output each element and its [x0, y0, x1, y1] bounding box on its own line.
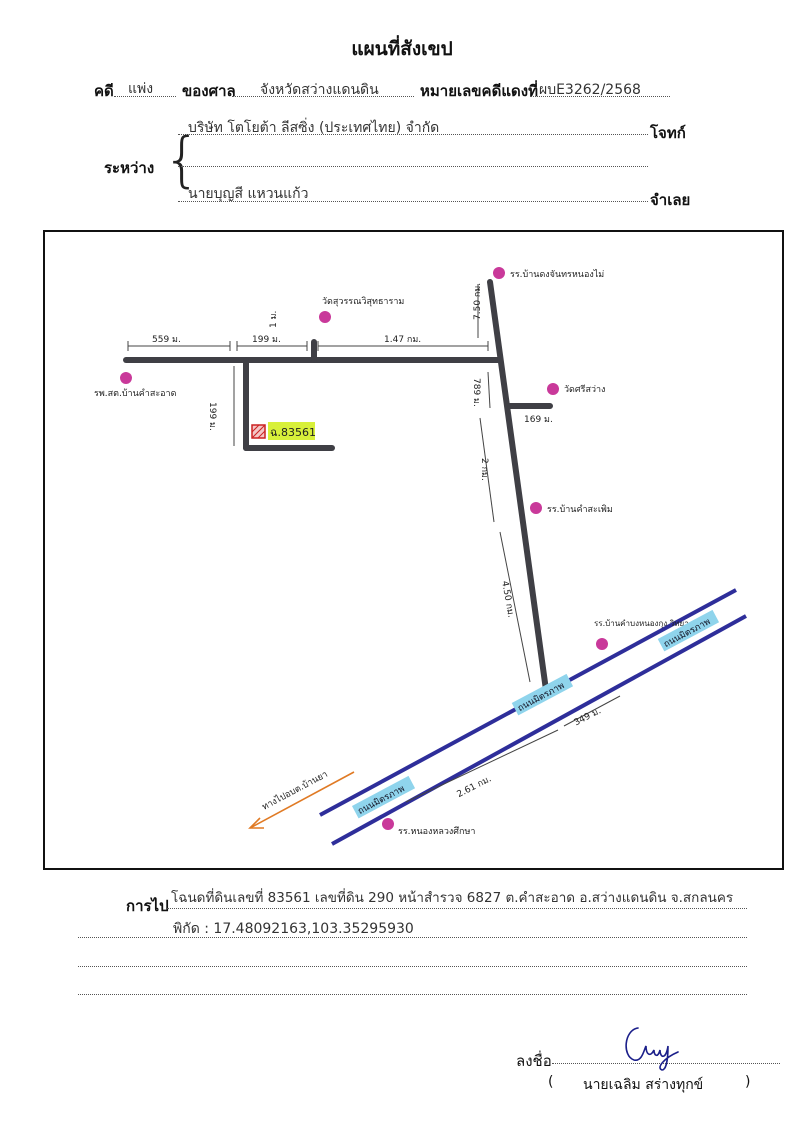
- map-frame: 559 ม. 199 ม. 1.47 กม. 7.50 กม. 199 ม. 2…: [43, 230, 784, 870]
- road-name-badges: ถนนมิตรภาพ ถนนมิตรภาพ ถนนมิตรภาพ: [351, 609, 720, 819]
- highway-south-line: [331, 614, 747, 846]
- pin-icon: [547, 383, 559, 395]
- pin-icon: [319, 311, 331, 323]
- distance-label: 199 ม.: [207, 402, 217, 431]
- red-case-dotline: [530, 96, 670, 97]
- sign-label: ลงชื่อ: [516, 1052, 552, 1070]
- distance-label: 559 ม.: [152, 335, 181, 345]
- distance-markers: [127, 284, 621, 803]
- distance-label: 7.50 กม.: [473, 283, 483, 320]
- pin-icon: [493, 267, 505, 279]
- defendant-name: นายบุญสี แหวนแก้ว: [188, 186, 309, 202]
- landmark-label: รร.หนองหลวงศึกษา: [398, 826, 475, 837]
- directions-dotline-1: [167, 908, 747, 909]
- road-north-south: [487, 279, 549, 693]
- plaintiff-dotline: [178, 134, 648, 135]
- pin-icon: [382, 818, 394, 830]
- distance-label: 169 ม.: [524, 415, 553, 425]
- local-roads: [123, 279, 553, 693]
- page-title: แผนที่สังเขป: [351, 38, 453, 60]
- distance-label: 1.47 กม.: [384, 335, 421, 345]
- directions-line-2: พิกัด : 17.48092163,103.35295930: [173, 921, 414, 937]
- landmark-label: รร.บ้านคำสะเพิม: [547, 504, 613, 515]
- distance-label: 2 กม.: [479, 458, 489, 481]
- court-name-dotline: [232, 96, 414, 97]
- directions-dotline-4: [78, 994, 747, 995]
- landmark-label: รร.บ้านคำบงหนองกุง วิทยา: [594, 619, 689, 628]
- brace-icon: {: [163, 125, 202, 195]
- case-type-dotline: [114, 96, 176, 97]
- court-label: ของศาล: [182, 82, 236, 100]
- landmark-label: รร.บ้านดงจันทรหนองไม่: [510, 269, 604, 280]
- road-badge: [351, 775, 416, 819]
- plaintiff-role: โจทก์: [650, 124, 686, 142]
- plot-label: ฉ.83561: [270, 426, 316, 439]
- directions-label: การไป: [126, 897, 169, 915]
- defendant-dotline: [178, 201, 648, 202]
- signature-mark: [625, 1027, 679, 1071]
- directions-dotline-3: [78, 966, 747, 967]
- landmark-pins: [120, 267, 608, 830]
- pin-icon: [120, 372, 132, 384]
- distance-label: 2.61 กม.: [456, 774, 494, 800]
- red-case-label: หมายเลขคดีแดงที่: [420, 82, 538, 100]
- direction-arrow: ทางไปอบต.บ้านยา: [248, 769, 355, 829]
- distance-label: 1 ม.: [269, 311, 279, 328]
- plaintiff-name: บริษัท โตโยต้า ลีสซิ่ง (ประเทศไทย) จำกัด: [188, 120, 440, 136]
- road-badge: [657, 609, 720, 652]
- between-label: ระหว่าง: [104, 159, 155, 177]
- pin-icon: [530, 502, 542, 514]
- landmark-labels: รร.บ้านดงจันทรหนองไม่ วัดสุวรรณวิสุทธารา…: [94, 269, 689, 837]
- court-name: จังหวัดสว่างแดนดิน: [260, 82, 379, 98]
- landmark-label: วัดสุวรรณวิสุทธาราม: [322, 296, 404, 307]
- landmark-label: รพ.สต.บ้านคำสะอาด: [94, 388, 177, 399]
- paren-close: ): [745, 1074, 751, 1090]
- directions-dotline-2: [78, 937, 747, 938]
- defendant-role: จำเลย: [650, 191, 691, 209]
- pin-icon: [596, 638, 608, 650]
- paren-open: (: [548, 1074, 554, 1090]
- direction-arrow-line: [249, 771, 355, 829]
- distance-label: 789 ม.: [471, 378, 481, 407]
- case-label: คดี: [94, 82, 114, 100]
- road-badge: [511, 673, 574, 716]
- landmark-label: วัดศรีสว่าง: [564, 384, 605, 395]
- directions-line-1: โฉนดที่ดินเลขที่ 83561 เลขที่ดิน 290 หน้…: [171, 890, 734, 906]
- distance-label: 199 ม.: [252, 335, 281, 345]
- plot-highlight: [268, 422, 315, 440]
- plot-marker: ฉ.83561: [251, 422, 316, 440]
- red-case-number: ผบE3262/2568: [539, 82, 641, 98]
- distance-label: 4.50 กม.: [499, 580, 515, 618]
- signer-name: นายเฉลิม สร่างทุกข์: [583, 1077, 704, 1093]
- case-type: แพ่ง: [128, 81, 154, 97]
- middle-dotline: [178, 166, 648, 167]
- arrow-head-icon: [248, 817, 264, 829]
- map-drawing: 559 ม. 199 ม. 1.47 กม. 7.50 กม. 199 ม. 2…: [94, 267, 747, 846]
